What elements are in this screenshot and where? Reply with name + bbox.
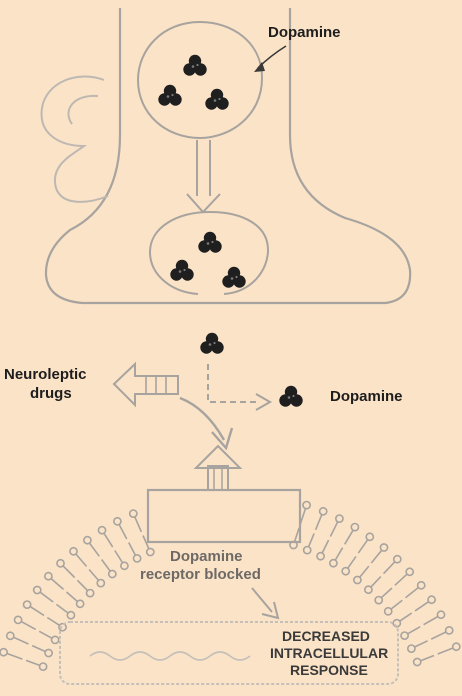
dopamine-molecule [183, 55, 206, 76]
dopamine-receptor [148, 490, 300, 542]
dopamine-molecule [279, 386, 302, 407]
glial-process [42, 76, 108, 201]
response-label-line1: DECREASED [282, 628, 370, 644]
dopamine-molecule [200, 333, 223, 354]
response-arrow [252, 588, 272, 612]
response-label-line3: RESPONSE [290, 662, 368, 678]
receptor-blocked-label-line1: Dopamine [170, 548, 243, 565]
neuroleptic-label-line2: drugs [30, 385, 72, 402]
receptor-drug-arrow [196, 446, 240, 490]
scribble-text [90, 652, 250, 660]
dopamine-molecule [158, 85, 181, 106]
dopamine-label-side: Dopamine [330, 388, 403, 405]
neuroleptic-label-line1: Neuroleptic [4, 366, 87, 383]
response-label-line2: INTRACELLULAR [270, 645, 388, 661]
dopamine-molecule [222, 267, 245, 288]
neuroleptic-drug-arrow [114, 364, 178, 405]
postsynaptic-membrane [0, 502, 460, 671]
dopamine-molecule [205, 89, 228, 110]
drug-to-receptor-arrow [180, 398, 224, 440]
receptor-blocked-label-line2: receptor blocked [140, 566, 261, 583]
upper-vesicle [138, 22, 262, 138]
lower-vesicle [150, 212, 268, 294]
presynaptic-terminal [46, 8, 410, 303]
vesicle-transport-arrow [187, 140, 220, 212]
dopamine-diverted-arrow [208, 364, 258, 402]
dopamine-molecule [198, 232, 221, 253]
dopamine-molecule [170, 260, 193, 281]
dopamine-label-top: Dopamine [268, 24, 341, 41]
